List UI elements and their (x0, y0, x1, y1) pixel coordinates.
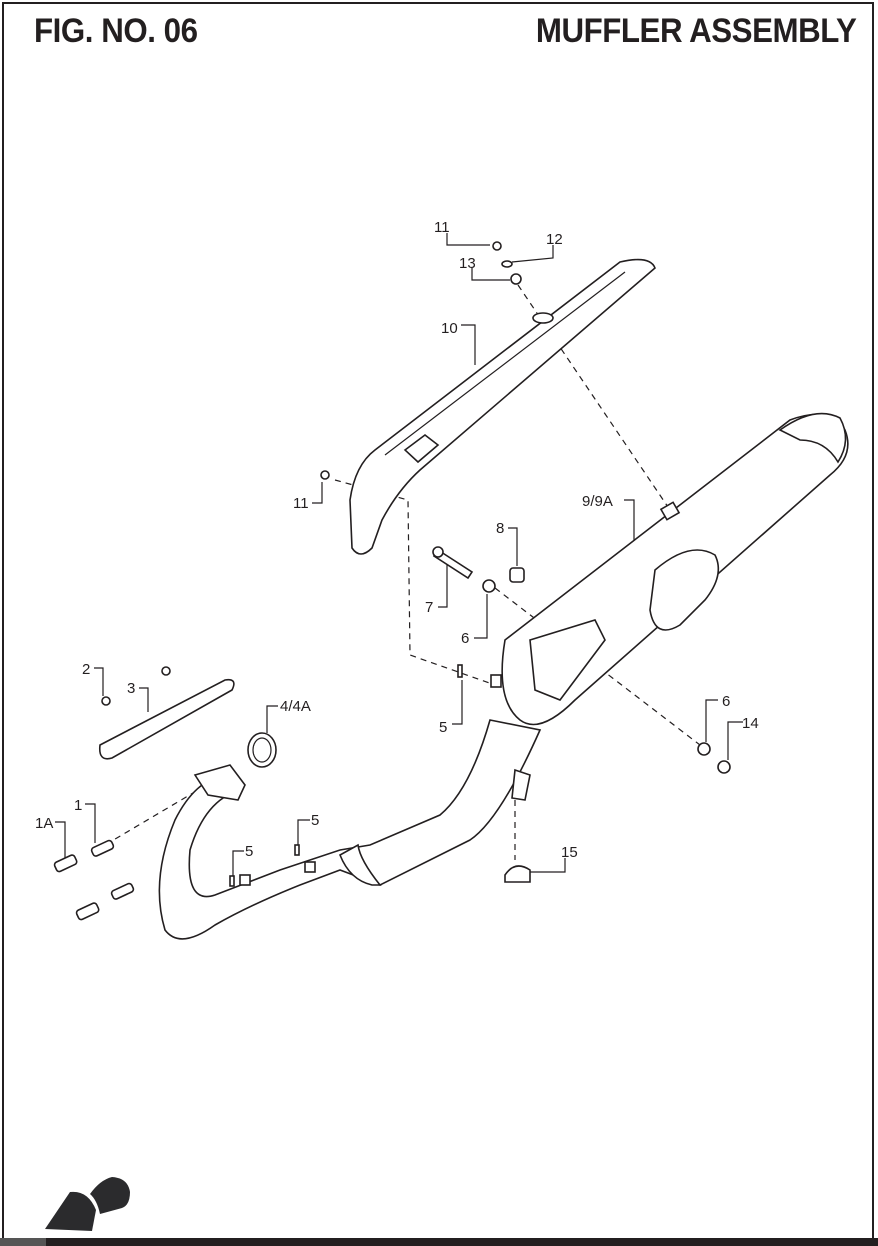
callout-1: 1 (74, 797, 82, 814)
heat-shield-part[interactable] (349, 258, 656, 555)
brand-logo (45, 1177, 130, 1231)
figure-title: MUFFLER ASSEMBLY (535, 12, 856, 50)
callout-1a: 1A (35, 815, 53, 832)
fasteners[interactable] (53, 241, 731, 921)
callout-2: 2 (82, 661, 90, 678)
callout-5: 5 (439, 719, 447, 736)
callout-6: 6 (461, 630, 469, 647)
callout-13: 13 (459, 255, 476, 272)
callout-7: 7 (425, 599, 433, 616)
callout-14: 14 (742, 715, 759, 732)
callout-8: 8 (496, 520, 504, 537)
bottom-bar (0, 1238, 878, 1246)
muffler-body-part[interactable] (501, 412, 849, 726)
callout-10: 10 (441, 320, 458, 337)
callout-12: 12 (546, 231, 563, 248)
pipe-guard-part[interactable] (98, 678, 235, 760)
callout-11: 11 (434, 219, 450, 236)
callout-3: 3 (127, 680, 135, 697)
callout-4-4a: 4/4A (280, 698, 311, 715)
figure-number: FIG. NO. 06 (34, 12, 198, 50)
callout-5: 5 (311, 812, 319, 829)
callout-11: 11 (293, 495, 309, 512)
callout-15: 15 (561, 844, 578, 861)
leader-lines (55, 233, 743, 876)
callout-5: 5 (245, 843, 253, 860)
callout-9-9a: 9/9A (582, 493, 613, 510)
exhaust-pipe-part[interactable] (158, 719, 542, 940)
callout-6: 6 (722, 693, 730, 710)
